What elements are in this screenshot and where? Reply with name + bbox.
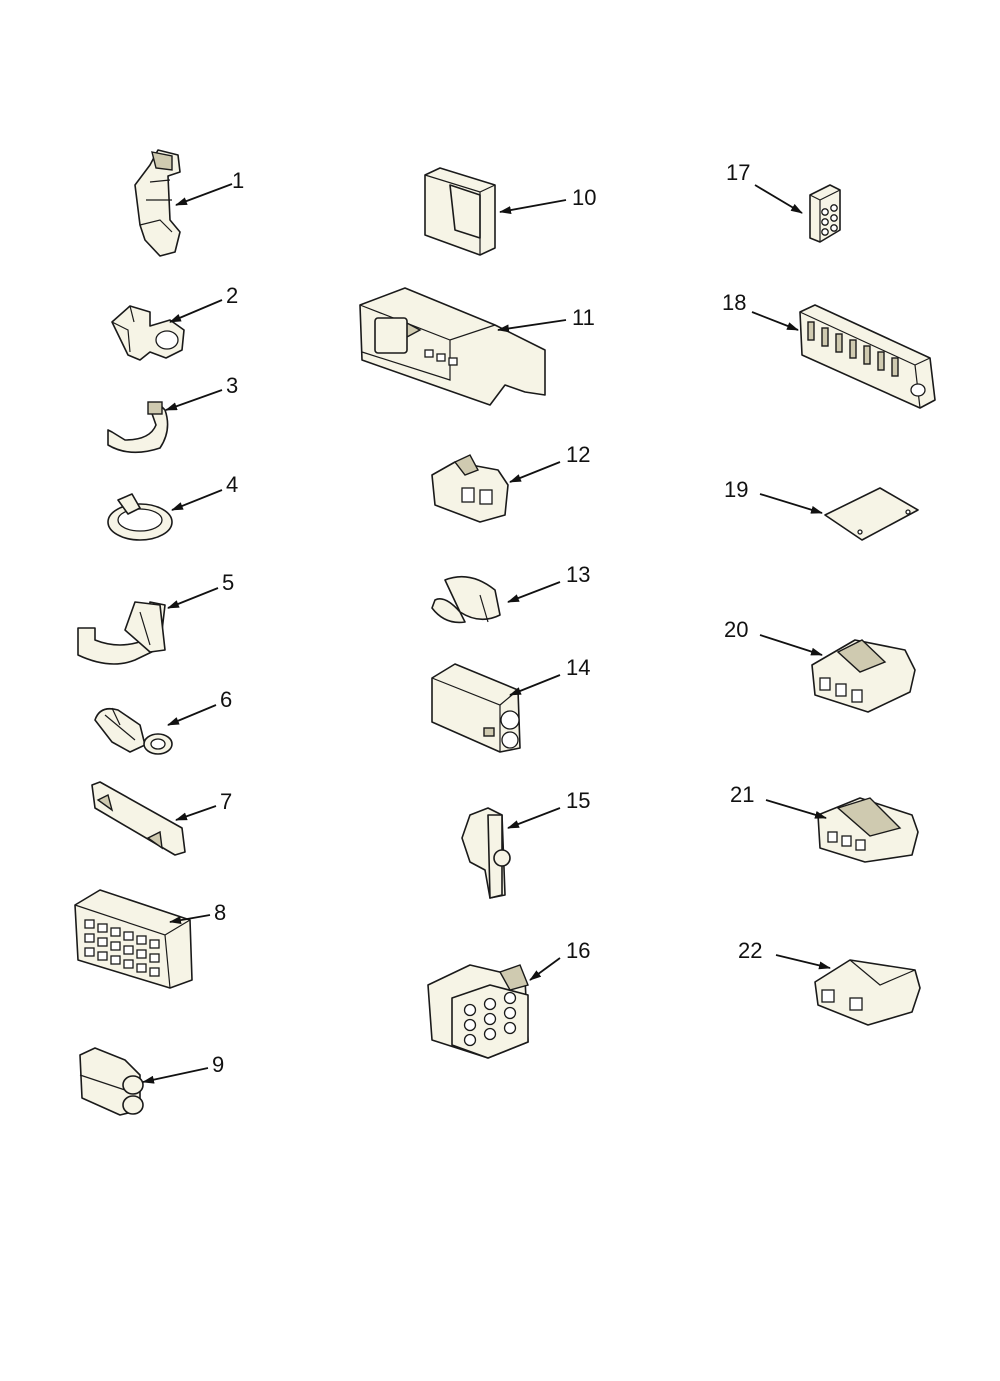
callout-label-11: 11	[572, 305, 595, 330]
part-17-six-pin-block[interactable]	[809, 184, 841, 243]
callout-10: 10	[499, 185, 596, 214]
callout-label-8: 8	[214, 900, 226, 925]
part-7-mounting-plate[interactable]	[91, 781, 186, 856]
callout-17: 17	[726, 160, 803, 214]
callout-label-10: 10	[572, 185, 596, 210]
callout-label-7: 7	[220, 789, 232, 814]
callout-14: 14	[509, 655, 590, 696]
part-15-edge-clip[interactable]	[461, 807, 511, 899]
callout-label-6: 6	[220, 687, 232, 712]
callout-label-18: 18	[722, 290, 746, 315]
callout-12: 12	[509, 442, 590, 483]
callout-label-2: 2	[226, 283, 238, 308]
callout-13: 13	[507, 562, 590, 603]
part-16-nine-pin-housing[interactable]	[427, 964, 529, 1059]
callout-label-9: 9	[212, 1052, 224, 1077]
callout-label-20: 20	[724, 617, 748, 642]
part-4-ring-clip[interactable]	[107, 493, 173, 541]
part-10-connector-housing[interactable]	[424, 167, 496, 256]
callout-5: 5	[167, 570, 234, 609]
callout-9: 9	[142, 1052, 224, 1084]
part-11-terminal-block[interactable]	[359, 287, 546, 406]
callout-20: 20	[724, 617, 823, 656]
callout-label-21: 21	[730, 782, 754, 807]
callout-label-3: 3	[226, 373, 238, 398]
callout-3: 3	[165, 373, 238, 411]
callout-16: 16	[529, 938, 590, 981]
part-12-latch-connector[interactable]	[431, 454, 509, 523]
callout-label-1: 1	[232, 168, 244, 193]
callout-8: 8	[169, 900, 226, 925]
part-9-two-pin-plug[interactable]	[79, 1047, 144, 1116]
callout-15: 15	[507, 788, 590, 829]
callout-label-22: 22	[738, 938, 762, 963]
callout-label-19: 19	[724, 477, 748, 502]
part-22-two-way-receptacle[interactable]	[814, 959, 921, 1026]
part-14-two-way-housing[interactable]	[431, 663, 521, 753]
part-8-multipin-connector[interactable]	[74, 889, 193, 989]
callout-label-12: 12	[566, 442, 590, 467]
part-19-small-plate[interactable]	[824, 487, 919, 541]
callout-6: 6	[167, 687, 232, 726]
part-20-three-way-plug[interactable]	[811, 639, 916, 713]
part-3-band-strap[interactable]	[107, 401, 169, 454]
part-5-strap-clip[interactable]	[77, 601, 166, 665]
callout-7: 7	[175, 789, 232, 821]
callout-label-16: 16	[566, 938, 590, 963]
callout-label-13: 13	[566, 562, 590, 587]
callout-19: 19	[724, 477, 823, 514]
callout-label-14: 14	[566, 655, 590, 680]
callout-2: 2	[169, 283, 238, 323]
part-13-split-sleeve[interactable]	[431, 575, 501, 624]
part-1-wire-clip[interactable]	[134, 149, 181, 257]
part-21-three-way-housing[interactable]	[817, 797, 919, 863]
callout-4: 4	[171, 472, 238, 511]
callout-22: 22	[738, 938, 831, 970]
callout-1: 1	[175, 168, 244, 206]
callout-18: 18	[722, 290, 799, 331]
callout-label-5: 5	[222, 570, 234, 595]
part-18-terminal-strip[interactable]	[799, 304, 936, 409]
part-6-push-mount[interactable]	[94, 707, 173, 755]
callout-11: 11	[497, 305, 595, 333]
callout-21: 21	[730, 782, 827, 819]
part-2-push-clip[interactable]	[111, 305, 185, 361]
callout-label-17: 17	[726, 160, 750, 185]
callout-label-15: 15	[566, 788, 590, 813]
callout-label-4: 4	[226, 472, 238, 497]
